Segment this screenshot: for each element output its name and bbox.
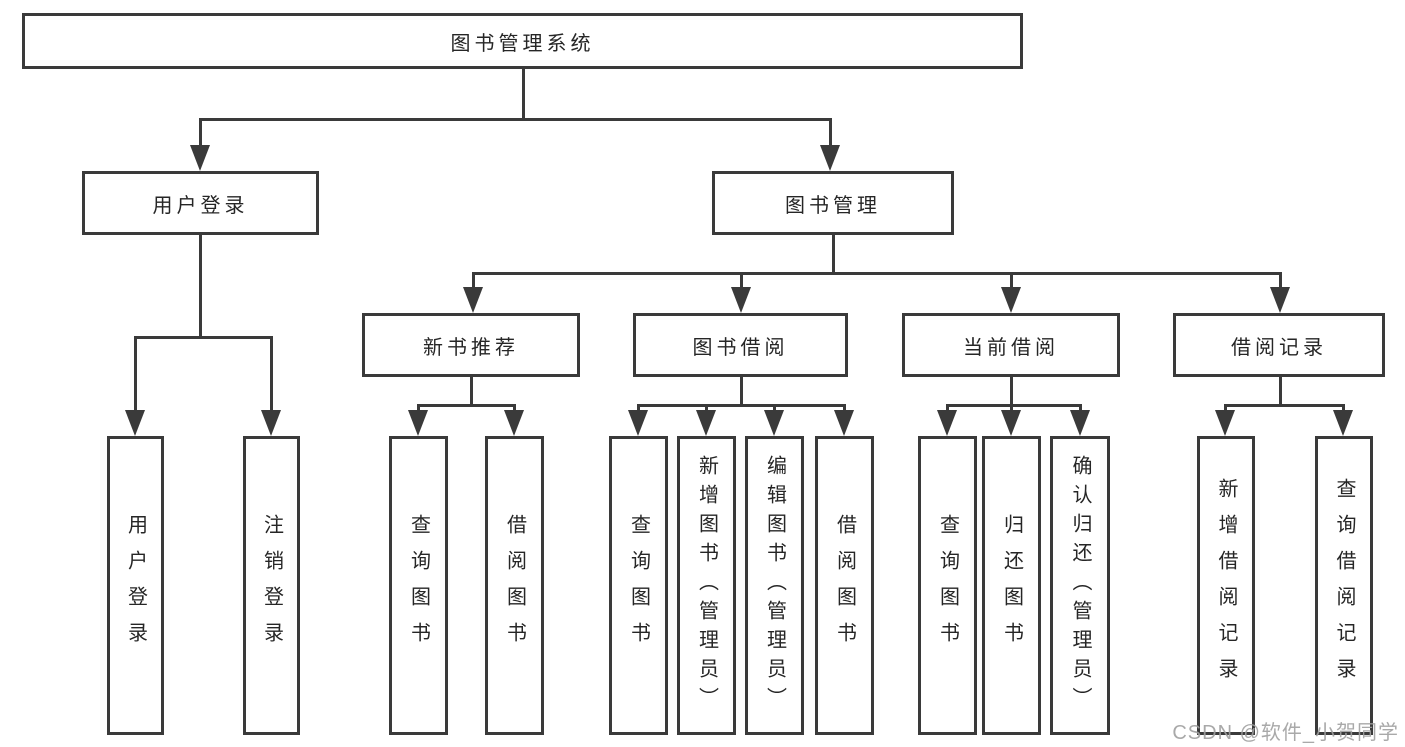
connector-line [705, 404, 708, 414]
arrow-down-icon [731, 287, 751, 313]
leaf-edit-book-admin-label: 编辑图书（管理员） [763, 455, 786, 716]
node-book-borrow-label: 图书借阅 [692, 336, 789, 359]
arrow-down-icon [261, 410, 281, 436]
connector-line [417, 404, 516, 407]
connector-line [740, 377, 743, 406]
arrow-down-icon [764, 410, 784, 436]
leaf-confirm-return-admin: 确认归还（管理员） [1050, 436, 1110, 735]
connector-line [417, 404, 420, 414]
connector-line [637, 404, 846, 407]
arrow-down-icon [1270, 287, 1290, 313]
connector-line [843, 404, 846, 414]
node-new-book-recommend-label: 新书推荐 [423, 336, 519, 359]
node-current-borrow: 当前借阅 [902, 313, 1120, 377]
connector-line [1010, 377, 1013, 406]
leaf-add-book-admin: 新增图书（管理员） [677, 436, 736, 735]
node-book-borrow: 图书借阅 [633, 313, 848, 377]
connector-line [1079, 404, 1082, 414]
leaf-user-login-label: 用户登录 [124, 513, 147, 658]
connector-line [522, 69, 525, 120]
leaf-add-borrow-record-label: 新增借阅记录 [1215, 477, 1237, 694]
connector-line [199, 118, 202, 148]
connector-line [1279, 377, 1282, 406]
arrow-down-icon [504, 410, 524, 436]
arrow-down-icon [1001, 410, 1021, 436]
connector-line [832, 235, 835, 274]
arrow-down-icon [1001, 287, 1021, 313]
connector-line [1010, 272, 1013, 290]
connector-line [637, 404, 640, 414]
leaf-query-book-recommend-label: 查询图书 [407, 513, 430, 658]
leaf-borrow-book-recommend: 借阅图书 [485, 436, 544, 735]
arrow-down-icon [834, 410, 854, 436]
connector-line [472, 272, 1282, 275]
leaf-add-book-admin-label: 新增图书（管理员） [695, 455, 718, 716]
connector-line [270, 336, 273, 414]
connector-line [134, 336, 137, 414]
leaf-query-book-current: 查询图书 [918, 436, 977, 735]
arrow-down-icon [1215, 410, 1235, 436]
leaf-return-book: 归还图书 [982, 436, 1041, 735]
leaf-add-borrow-record: 新增借阅记录 [1197, 436, 1255, 735]
leaf-confirm-return-admin-label: 确认归还（管理员） [1069, 455, 1091, 716]
node-root: 图书管理系统 [22, 13, 1023, 69]
arrow-down-icon [820, 145, 840, 171]
leaf-query-book-borrow-label: 查询图书 [627, 513, 650, 658]
connector-line [1224, 404, 1345, 407]
connector-line [513, 404, 516, 414]
connector-line [470, 377, 473, 406]
node-borrow-records: 借阅记录 [1173, 313, 1385, 377]
connector-line [1224, 404, 1227, 414]
connector-line [1010, 404, 1013, 414]
node-book-management-label: 图书管理 [785, 194, 881, 217]
leaf-query-borrow-record: 查询借阅记录 [1315, 436, 1373, 735]
node-root-label: 图书管理系统 [450, 32, 595, 55]
connector-line [1342, 404, 1345, 414]
arrow-down-icon [628, 410, 648, 436]
arrow-down-icon [1333, 410, 1353, 436]
node-new-book-recommend: 新书推荐 [362, 313, 580, 377]
leaf-query-book-borrow: 查询图书 [609, 436, 668, 735]
leaf-logout-label: 注销登录 [260, 513, 283, 658]
leaf-query-borrow-record-label: 查询借阅记录 [1333, 477, 1355, 694]
node-user-login: 用户登录 [82, 171, 319, 235]
node-user-login-label: 用户登录 [152, 194, 249, 217]
leaf-query-book-current-label: 查询图书 [936, 513, 959, 658]
leaf-borrow-book: 借阅图书 [815, 436, 874, 735]
connector-line [1279, 272, 1282, 290]
arrow-down-icon [408, 410, 428, 436]
connector-line [472, 272, 475, 290]
connector-line [946, 404, 949, 414]
leaf-logout: 注销登录 [243, 436, 300, 735]
node-borrow-records-label: 借阅记录 [1231, 336, 1327, 359]
connector-line [829, 118, 832, 148]
arrow-down-icon [190, 145, 210, 171]
connector-line [199, 234, 202, 338]
arrow-down-icon [696, 410, 716, 436]
arrow-down-icon [125, 410, 145, 436]
connector-line [199, 118, 832, 121]
node-current-borrow-label: 当前借阅 [963, 336, 1059, 359]
arrow-down-icon [463, 287, 483, 313]
arrow-down-icon [937, 410, 957, 436]
leaf-borrow-book-label: 借阅图书 [833, 513, 856, 658]
connector-line [134, 336, 273, 339]
node-book-management: 图书管理 [712, 171, 954, 235]
leaf-borrow-book-recommend-label: 借阅图书 [503, 513, 526, 658]
connector-line [740, 272, 743, 290]
leaf-edit-book-admin: 编辑图书（管理员） [745, 436, 804, 735]
leaf-return-book-label: 归还图书 [1000, 513, 1023, 658]
arrow-down-icon [1070, 410, 1090, 436]
watermark: CSDN @软件_小贺同学 [1172, 722, 1399, 744]
connector-line [946, 404, 1082, 407]
leaf-query-book-recommend: 查询图书 [389, 436, 448, 735]
leaf-user-login: 用户登录 [107, 436, 164, 735]
connector-line [773, 404, 776, 414]
